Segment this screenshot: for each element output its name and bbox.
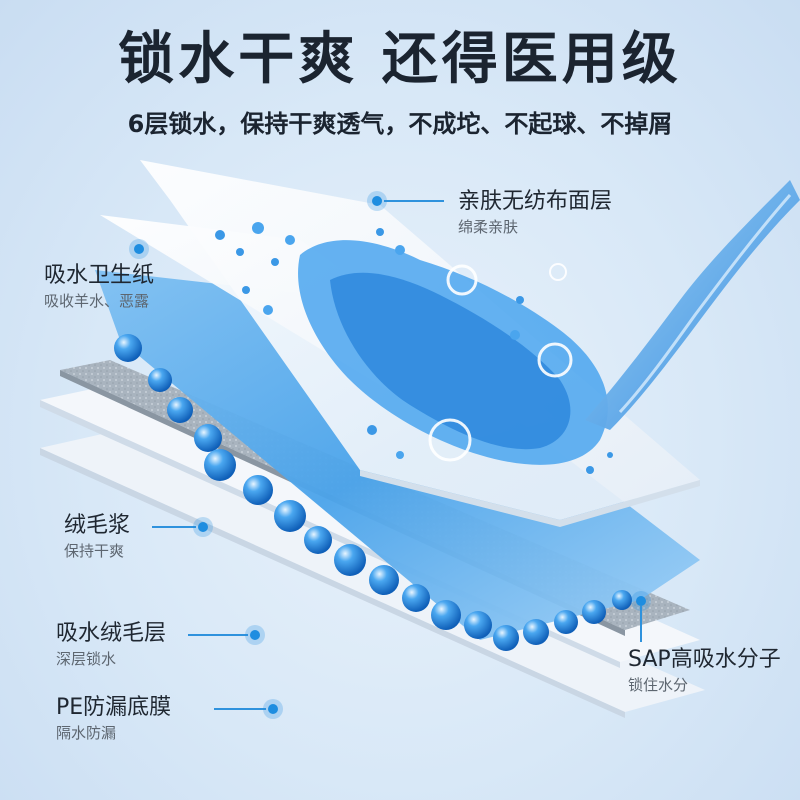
callout-line [152,526,196,528]
callout-line [214,708,266,710]
callout-dot-icon [268,704,278,714]
callout-line [188,634,248,636]
callout-dot-icon [134,244,144,254]
page-subtitle: 6层锁水，保持干爽透气，不成坨、不起球、不掉屑 [127,110,673,138]
layer-desc: 绵柔亲肤 [458,218,519,236]
water-splash-icon [215,222,613,474]
layer-desc: 深层锁水 [56,650,117,668]
label-top-nonwoven: 亲肤无纺布面层 绵柔亲肤 [458,188,612,238]
label-fluff-absorbent: 吸水绒毛层 深层锁水 [56,620,166,670]
callout-dot-icon [198,522,208,532]
callout-line [384,200,444,202]
label-pe-film: PE防漏底膜 隔水防漏 [56,694,171,744]
layer-name: 绒毛浆 [64,513,131,538]
water-bead-icon [114,334,632,651]
layer-desc: 吸收羊水、恶露 [44,292,150,310]
callout-dot-icon [636,596,646,606]
layer-name: PE防漏底膜 [56,695,172,720]
callout-dot-icon [372,196,382,206]
layer-name: SAP高吸水分子 [628,647,781,672]
label-tissue: 吸水卫生纸 吸收羊水、恶露 [44,262,154,312]
label-fluff-pulp: 绒毛浆 保持干爽 [64,512,130,562]
layer-name: 亲肤无纺布面层 [458,189,613,214]
layer-desc: 锁住水分 [628,676,689,694]
layer-desc: 隔水防漏 [56,724,117,742]
page-title: 锁水干爽 还得医用级 [118,27,682,92]
callout-dot-icon [250,630,260,640]
layer-name: 吸水绒毛层 [56,621,167,646]
layer-desc: 保持干爽 [64,542,125,560]
label-sap: SAP高吸水分子 锁住水分 [628,646,781,696]
water-stream-icon [585,180,800,430]
layer-name: 吸水卫生纸 [44,263,155,288]
callout-line [640,606,642,642]
